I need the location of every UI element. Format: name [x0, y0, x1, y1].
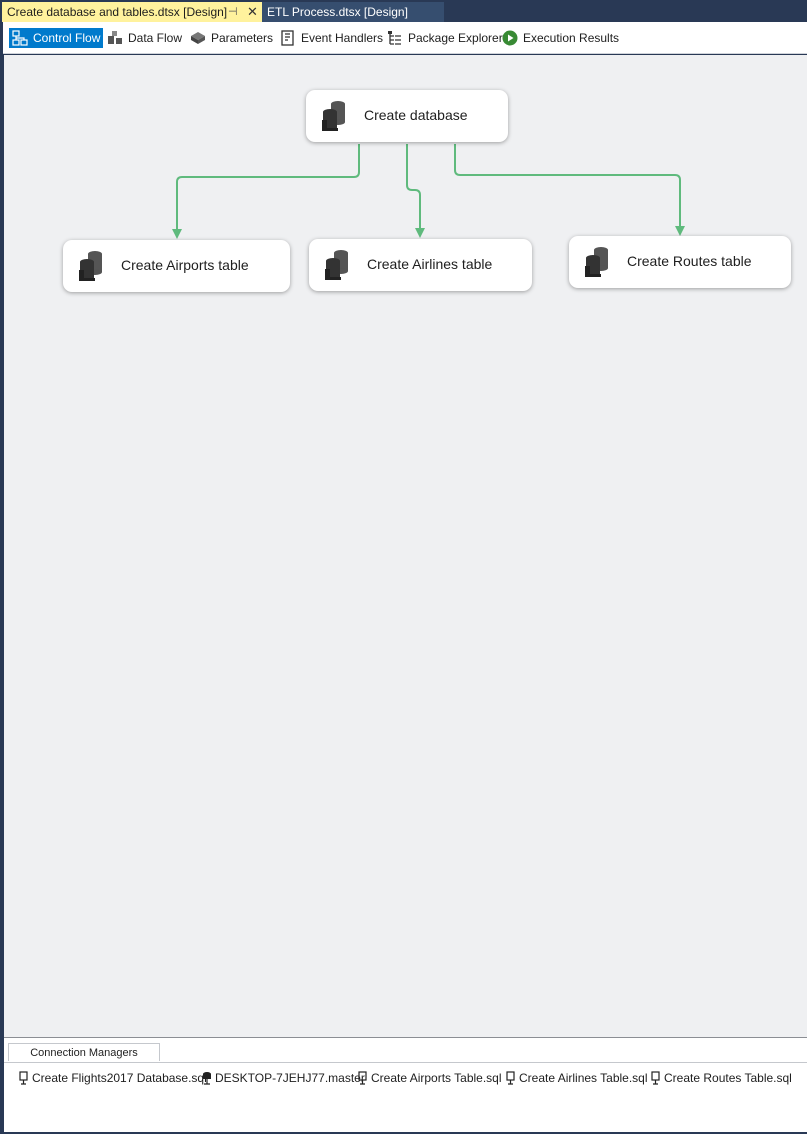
- precedence-constraint-airlines: [406, 144, 421, 231]
- arrow-head-airports: [172, 229, 182, 239]
- toolbar-label: Execution Results: [523, 31, 620, 45]
- designer-toolbar: Control Flow Data Flow Parameters Event …: [3, 22, 807, 54]
- toolbar-label: Control Flow: [33, 31, 101, 45]
- control-flow-icon: [12, 30, 28, 46]
- ole-db-connection-icon: [203, 1072, 211, 1085]
- file-connection-icon: [506, 1071, 515, 1085]
- tab-create-database-and-tables[interactable]: Create database and tables.dtsx [Design]…: [2, 2, 262, 22]
- tab-parameters[interactable]: Parameters: [187, 28, 275, 48]
- task-create-airlines-table[interactable]: Create Airlines table: [309, 239, 532, 291]
- execute-sql-task-icon: [322, 101, 345, 131]
- execute-sql-task-icon: [585, 247, 608, 277]
- precedence-constraint-airports: [176, 144, 360, 232]
- connection-label: DESKTOP-7JEHJ77.master: [215, 1071, 365, 1085]
- connection-label: Create Airports Table.sql: [371, 1071, 502, 1085]
- tab-data-flow[interactable]: Data Flow: [104, 28, 184, 48]
- file-connection-icon: [19, 1071, 28, 1085]
- precedence-constraint-routes: [454, 144, 681, 229]
- file-connection-icon: [358, 1071, 367, 1085]
- tab-title: Create database and tables.dtsx [Design]: [7, 5, 228, 19]
- tab-etl-process[interactable]: ETL Process.dtsx [Design]: [262, 2, 444, 22]
- arrow-head-airlines: [415, 228, 425, 238]
- connection-label: Create Airlines Table.sql: [519, 1071, 648, 1085]
- precedence-constraints: [172, 144, 685, 239]
- parameters-icon: [191, 32, 205, 44]
- file-connection-icon: [651, 1071, 660, 1085]
- toolbar-label: Parameters: [211, 31, 274, 45]
- connection-managers-panel: Connection Managers Create Flights2017 D…: [4, 1037, 807, 1132]
- tab-execution-results[interactable]: Execution Results: [499, 28, 620, 48]
- data-flow-icon: [108, 31, 122, 44]
- event-handlers-icon: [281, 30, 294, 46]
- execute-sql-task-icon: [79, 251, 102, 281]
- pin-icon[interactable]: ⊣: [228, 6, 238, 18]
- connection-managers-tab[interactable]: Connection Managers: [8, 1043, 160, 1061]
- tab-title: ETL Process.dtsx [Design]: [267, 5, 408, 19]
- tab-package-explorer[interactable]: Package Explorer: [384, 28, 503, 48]
- tab-event-handlers[interactable]: Event Handlers: [277, 28, 384, 48]
- task-create-airports-table[interactable]: Create Airports table: [63, 240, 290, 292]
- tab-control-flow[interactable]: Control Flow: [9, 28, 103, 48]
- arrow-head-routes: [675, 226, 685, 236]
- close-icon[interactable]: ✕: [247, 4, 258, 19]
- package-explorer-icon: [388, 31, 401, 45]
- execution-results-icon: [502, 30, 518, 46]
- task-label: Create Routes table: [627, 253, 752, 269]
- connection-label: Create Routes Table.sql: [664, 1071, 792, 1085]
- task-label: Create Airports table: [121, 257, 249, 273]
- toolbar-label: Event Handlers: [301, 31, 384, 45]
- execute-sql-task-icon: [325, 250, 348, 280]
- task-create-routes-table[interactable]: Create Routes table: [569, 236, 791, 288]
- task-create-database[interactable]: Create database: [306, 90, 508, 142]
- control-flow-canvas[interactable]: Create database Create Airports table Cr…: [4, 55, 807, 1037]
- toolbar-label: Data Flow: [128, 31, 183, 45]
- connection-managers-list[interactable]: Create Flights2017 Database.sql DESKTOP-…: [4, 1062, 807, 1134]
- task-label: Create database: [364, 107, 468, 123]
- task-label: Create Airlines table: [367, 256, 493, 272]
- connection-label: Create Flights2017 Database.sql: [32, 1071, 207, 1085]
- toolbar-label: Package Explorer: [408, 31, 503, 45]
- document-tab-bar: Create database and tables.dtsx [Design]…: [0, 0, 807, 22]
